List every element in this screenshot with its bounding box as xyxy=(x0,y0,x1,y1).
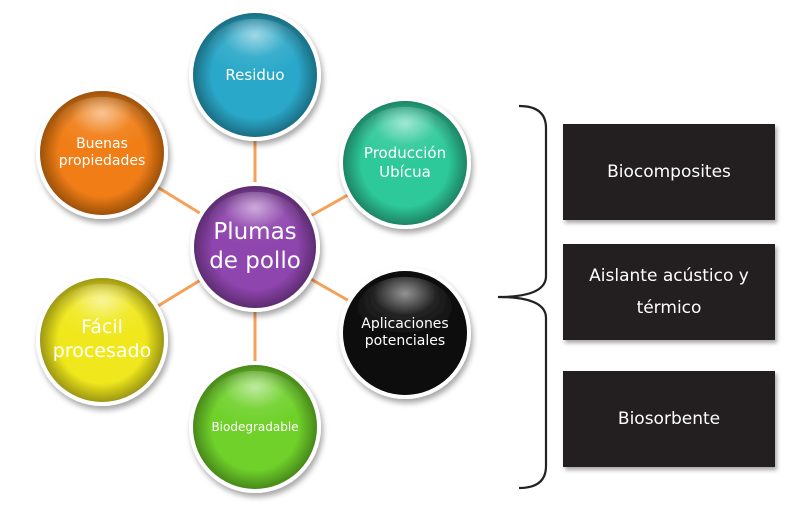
application-label-aislante: Aislante acústico y térmico xyxy=(589,260,749,325)
application-box-aislante: Aislante acústico y térmico xyxy=(563,244,775,340)
node-circle-biodegradable xyxy=(189,361,321,493)
node-circle-buenas xyxy=(36,87,168,219)
node-circle-aplicaciones xyxy=(339,267,471,399)
application-box-biocomposites: Biocomposites xyxy=(563,124,775,220)
application-label-aislante-line1: Aislante acústico y xyxy=(589,265,749,286)
node-circle-residuo xyxy=(189,9,321,141)
application-label-biocomposites: Biocomposites xyxy=(607,161,731,182)
center-circle xyxy=(190,182,320,312)
node-circle-produccion xyxy=(339,97,471,229)
node-circle-facil xyxy=(36,274,168,406)
application-label-biosorbente: Biosorbente xyxy=(617,408,721,429)
application-box-biosorbente: Biosorbente xyxy=(563,371,775,467)
right-bracket xyxy=(497,104,548,490)
circles xyxy=(36,9,471,493)
application-label-aislante-line2: térmico xyxy=(636,298,702,318)
